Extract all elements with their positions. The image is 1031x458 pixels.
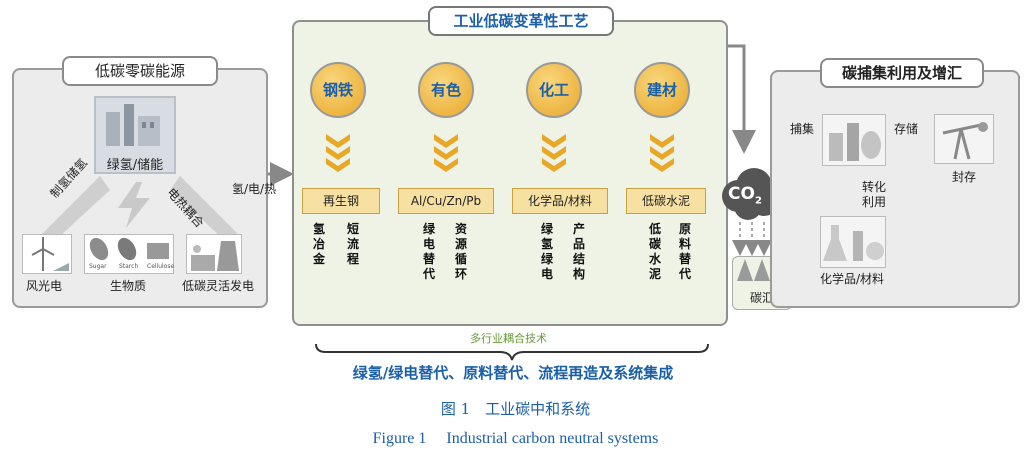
product-recycled-steel: 再生钢 — [302, 188, 380, 214]
biomass-sublabel-cellulose: Cellulose — [147, 263, 175, 270]
route-low-carbon-cement: 低碳水泥 — [648, 222, 661, 281]
chevron-down-icon — [326, 134, 350, 172]
route-green-power-substitution: 绿电替代 — [422, 222, 435, 281]
ccus-panel — [770, 70, 1020, 308]
wind-solar-image — [22, 234, 72, 274]
source-wind-solar-label: 风光电 — [26, 279, 63, 293]
power-plant-icon — [191, 241, 239, 271]
storage-site-image — [934, 114, 994, 164]
convert-label-2: 利用 — [862, 195, 887, 209]
lightning-icon — [118, 182, 150, 228]
product-chemicals: 化学品/材料 — [512, 188, 608, 214]
flask-icon — [823, 225, 884, 261]
route-hydrogen-metallurgy: 氢冶金 — [312, 222, 325, 266]
chemicals-lab-image — [820, 216, 886, 268]
chem-materials-label: 化学品/材料 — [820, 272, 885, 286]
chevron-down-icon — [650, 134, 674, 172]
industry-steel: 钢铁 — [310, 62, 366, 118]
chevron-down-icon — [434, 134, 458, 172]
energy-flow-triangle — [40, 176, 240, 236]
figure-caption-en: Figure 1 Industrial carbon neutral syste… — [372, 430, 659, 447]
low-carbon-energy-title: 低碳零碳能源 — [62, 56, 218, 86]
seal-label: 封存 — [952, 170, 977, 184]
wind-turbine-icon — [31, 237, 69, 271]
green-hydrogen-storage-box: 绿氢/储能 — [94, 96, 176, 174]
route-short-process: 短流程 — [346, 222, 359, 266]
storage-label: 绿氢/储能 — [106, 158, 164, 173]
capture-label: 捕集 — [790, 122, 815, 136]
source-flexible-power-label: 低碳灵活发电 — [182, 279, 255, 293]
product-low-carbon-cement: 低碳水泥 — [626, 188, 706, 214]
coupling-tech-label: 多行业耦合技术 — [470, 332, 547, 345]
hydrogen-plant-icon — [106, 104, 160, 146]
industry-building-materials: 建材 — [634, 62, 690, 118]
industrial-process-title: 工业低碳变革性工艺 — [428, 6, 614, 36]
convert-label-1: 转化 — [862, 180, 887, 194]
hydrogen-electric-heat-label: 氢/电/热 — [232, 182, 277, 196]
route-raw-material-substitution: 原料替代 — [678, 222, 691, 281]
capture-plant-icon — [829, 123, 881, 161]
capture-plant-image — [822, 114, 886, 166]
industry-nonferrous: 有色 — [418, 62, 474, 118]
product-nonferrous-metals: Al/Cu/Zn/Pb — [398, 188, 494, 214]
biomass-sublabel-sugar: Sugar — [89, 263, 107, 270]
carbon-sink-label: 碳汇 — [749, 291, 774, 305]
storage-label: 存储 — [894, 122, 919, 136]
co2-label: CO2 — [728, 184, 762, 207]
biomass-crops-icon — [89, 237, 169, 261]
chevron-down-icon — [542, 134, 566, 172]
bottom-brace — [315, 343, 709, 361]
route-product-structure: 产品结构 — [572, 222, 585, 281]
ccus-title: 碳捕集利用及增汇 — [820, 58, 984, 88]
oil-pump-icon — [942, 122, 988, 160]
figure-caption-cn: 图 1 工业碳中和系统 — [440, 400, 591, 418]
source-biomass-label: 生物质 — [110, 279, 147, 293]
integration-summary: 绿氢/绿电替代、原料替代、流程再造及系统集成 — [352, 364, 674, 382]
biomass-image: Sugar Starch Cellulose — [84, 234, 174, 274]
flexible-power-image — [186, 234, 242, 274]
route-resource-recycling: 资源循环 — [454, 222, 467, 281]
biomass-sublabel-starch: Starch — [119, 263, 139, 270]
industry-chemical: 化工 — [526, 62, 582, 118]
route-green-hydrogen-power: 绿氢绿电 — [540, 222, 553, 281]
